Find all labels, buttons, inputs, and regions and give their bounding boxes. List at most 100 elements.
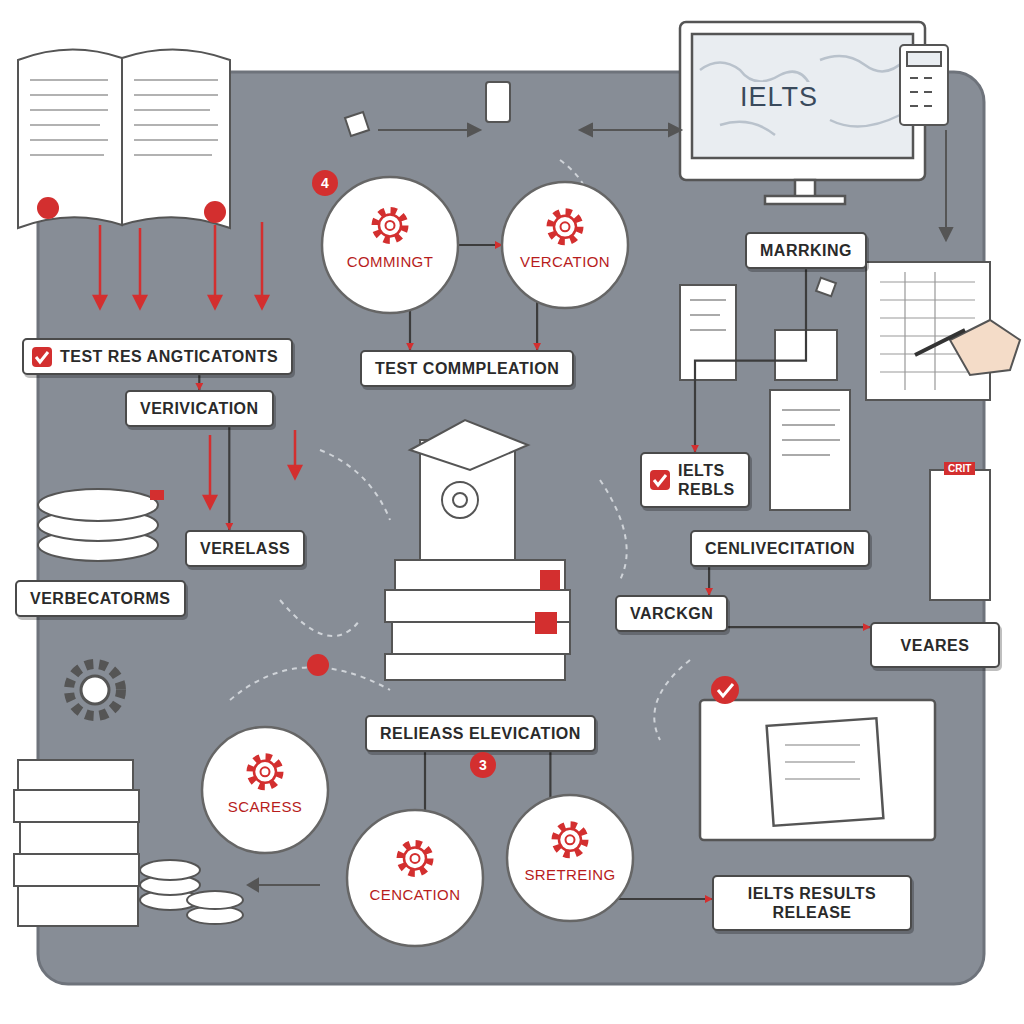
left-gear: [69, 664, 121, 716]
dashed-paths: [230, 160, 690, 740]
callout-number: 4: [312, 170, 338, 196]
gear-icon: [566, 835, 575, 844]
box-label: IELTS REBLS: [678, 461, 735, 499]
connector: [228, 427, 230, 530]
open-book: [18, 49, 230, 228]
book-arrows: [210, 430, 295, 500]
score-sheet: [866, 262, 1020, 400]
calculator: [900, 45, 948, 125]
books-and-coins: [18, 760, 133, 790]
circle-outline: [320, 175, 460, 315]
top-devices: [486, 82, 510, 122]
dashed-paths: [320, 450, 390, 520]
disk-stack: [38, 489, 158, 521]
books-and-coins: [14, 854, 139, 886]
circle-outline: [200, 725, 330, 855]
box-label: TEST COMMPLEATION: [375, 359, 559, 378]
open-book: [30, 80, 218, 155]
documents: [770, 390, 850, 510]
box-label: IELTS RESULTS RELEASE: [727, 884, 897, 922]
circle-outline: [322, 177, 458, 313]
gear-icon: [404, 847, 426, 869]
process-box: IELTS REBLS: [640, 452, 750, 508]
circle-label: SCARESS: [200, 798, 330, 815]
central-stack: [453, 493, 467, 507]
checkmarks: [307, 654, 329, 676]
books-and-coins: [20, 822, 138, 854]
monitor: [692, 34, 913, 158]
gear-icon: [559, 829, 581, 851]
clipboard: [700, 700, 935, 840]
documents: [680, 278, 990, 600]
process-box: VARCKGN: [615, 595, 728, 632]
check-icon: [31, 346, 53, 368]
circle-outline: [345, 808, 485, 948]
red-tag: CRIT: [944, 462, 975, 475]
connector: [549, 752, 551, 798]
calculator: [910, 78, 932, 106]
gear-icon: [411, 854, 420, 863]
step-circle: VERCATION: [500, 180, 630, 310]
open-book: [204, 201, 226, 223]
dashed-paths: [600, 480, 627, 580]
top-devices: [378, 130, 946, 230]
circle-outline: [505, 793, 635, 923]
book-arrows: [204, 466, 301, 508]
process-box: TEST RES ANGTICATONTS: [22, 338, 293, 375]
circle-label: COMMINGT: [320, 253, 460, 270]
central-stack: [385, 420, 570, 680]
gear-icon: [561, 222, 570, 231]
gear-icon: [386, 221, 395, 230]
central-stack: [395, 560, 565, 590]
process-box: CENLIVECITATION: [690, 530, 870, 567]
gear-icon: [250, 757, 280, 787]
clipboard: [711, 676, 739, 704]
check-icon: [36, 352, 48, 362]
box-label: TEST RES ANGTICATONTS: [60, 347, 278, 366]
connector: [409, 310, 411, 350]
box-label: VEARES: [885, 636, 985, 655]
dashed-paths: [654, 660, 690, 740]
calculator: [907, 52, 941, 66]
process-box: MARRKING: [745, 232, 867, 269]
central-stack: [410, 420, 528, 470]
screen-title: IELTS: [736, 82, 822, 113]
books-and-coins: [248, 879, 258, 891]
clipboard: [785, 745, 860, 779]
process-box: VERIVICATION: [125, 390, 274, 427]
circle-label: VERCATION: [500, 253, 630, 270]
score-sheet: [950, 320, 1020, 375]
left-gear: [69, 664, 121, 716]
box-label: VERBECATORMS: [30, 589, 171, 608]
connector: [708, 567, 710, 595]
monitor: [765, 196, 845, 204]
box-label: MARRKING: [760, 241, 852, 260]
connector: [695, 269, 806, 452]
step-circle: COMMINGT: [320, 175, 460, 315]
gear-icon: [555, 825, 585, 855]
box-label: VARCKGN: [630, 604, 713, 623]
circle-outline: [347, 810, 483, 946]
monitor: [680, 22, 925, 180]
check-icon: [32, 347, 52, 367]
circle-outline: [202, 727, 328, 853]
process-box: TEST COMMPLEATION: [360, 350, 574, 387]
gear-icon: [400, 843, 430, 873]
calculator: [900, 45, 948, 125]
books-and-coins: [140, 860, 200, 880]
connector: [424, 752, 426, 811]
score-sheet: [915, 330, 965, 355]
callout-number: 3: [470, 752, 496, 778]
process-box: VEARES: [870, 622, 1000, 668]
gear-icon: [375, 210, 405, 240]
connector: [728, 626, 870, 628]
books-and-coins: [14, 790, 139, 822]
checkmarks: [307, 654, 329, 676]
central-stack: [442, 482, 478, 518]
left-gear: [81, 676, 109, 704]
disk-stack: [150, 490, 164, 500]
open-book: [37, 197, 59, 219]
documents: [816, 278, 836, 297]
circle-label: CENCATION: [345, 886, 485, 903]
